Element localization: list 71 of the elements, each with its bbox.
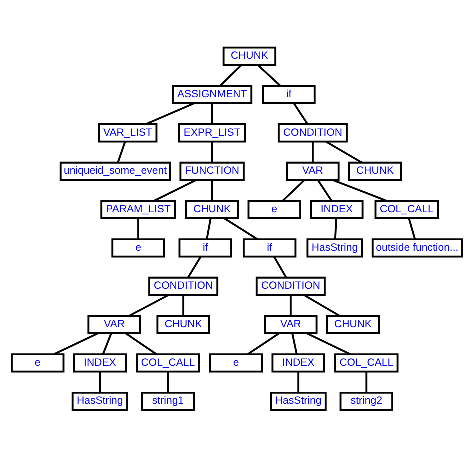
- node-box: COL_CALL: [136, 353, 200, 372]
- node-box: VAR: [286, 161, 340, 181]
- connector: [304, 294, 341, 316]
- node-box: CONDITION: [278, 123, 348, 142]
- connector: [145, 102, 195, 125]
- node-box: e: [248, 200, 302, 219]
- node-box: if: [178, 238, 232, 258]
- connector: [54, 332, 99, 355]
- connector: [312, 141, 314, 162]
- connector: [211, 180, 214, 201]
- node-box: CHUNK: [326, 314, 380, 334]
- connector: [211, 103, 214, 124]
- connector: [326, 140, 363, 164]
- connector: [247, 332, 280, 355]
- node-box: COL_CALL: [334, 353, 399, 372]
- connector: [290, 294, 292, 316]
- connector: [206, 218, 212, 240]
- node-box: HasString: [72, 391, 128, 411]
- node-box: e: [112, 238, 166, 258]
- connector: [187, 256, 202, 278]
- connector: [408, 218, 416, 240]
- connector: [332, 178, 388, 202]
- connector: [167, 371, 170, 392]
- connector: [292, 332, 298, 354]
- node-box: INDEX: [73, 353, 127, 372]
- connector: [182, 294, 185, 316]
- node-box: CHUNK: [222, 46, 277, 66]
- node-box: CONDITION: [148, 276, 219, 296]
- connector: [154, 178, 198, 202]
- connector: [273, 256, 288, 278]
- connector: [298, 371, 300, 392]
- connector: [282, 178, 306, 202]
- node-box: e: [11, 353, 65, 372]
- node-box: e: [209, 353, 264, 372]
- connector: [117, 141, 126, 163]
- node-box: VAR_LIST: [98, 123, 158, 142]
- node-box: VAR: [88, 314, 142, 334]
- connector: [224, 217, 258, 240]
- node-box: VAR: [264, 314, 318, 334]
- node-box: COL_CALL: [374, 200, 440, 219]
- connector: [138, 218, 140, 239]
- node-box: uniqueid_some_event: [60, 161, 172, 181]
- connector: [306, 332, 352, 355]
- node-box: HasString: [270, 391, 327, 411]
- connector: [125, 332, 158, 355]
- node-box: PARAM_LIST: [100, 200, 176, 219]
- connector: [211, 141, 214, 162]
- node-box: INDEX: [272, 353, 326, 372]
- node-box: ASSIGNMENT: [172, 84, 253, 104]
- node-box: string2: [340, 391, 394, 411]
- connector: [102, 332, 112, 354]
- connector: [317, 179, 333, 202]
- connector: [293, 102, 309, 124]
- node-box: CHUNK: [185, 200, 240, 219]
- node-box: EXPR_LIST: [178, 123, 246, 142]
- connector: [220, 64, 242, 86]
- connector: [99, 371, 102, 392]
- node-box: CONDITION: [256, 276, 326, 296]
- connector: [257, 64, 282, 86]
- node-box: CHUNK: [156, 314, 210, 334]
- node-box: CHUNK: [348, 161, 402, 181]
- node-box: if: [262, 84, 316, 104]
- node-box: HasString: [306, 238, 364, 258]
- connector: [334, 218, 338, 240]
- connector: [128, 294, 170, 317]
- node-box: if: [243, 238, 297, 258]
- node-box: FUNCTION: [180, 161, 245, 181]
- connector: [366, 371, 368, 392]
- node-box: INDEX: [310, 200, 364, 219]
- node-box: string1: [141, 391, 196, 411]
- node-box: outside function...: [372, 238, 463, 258]
